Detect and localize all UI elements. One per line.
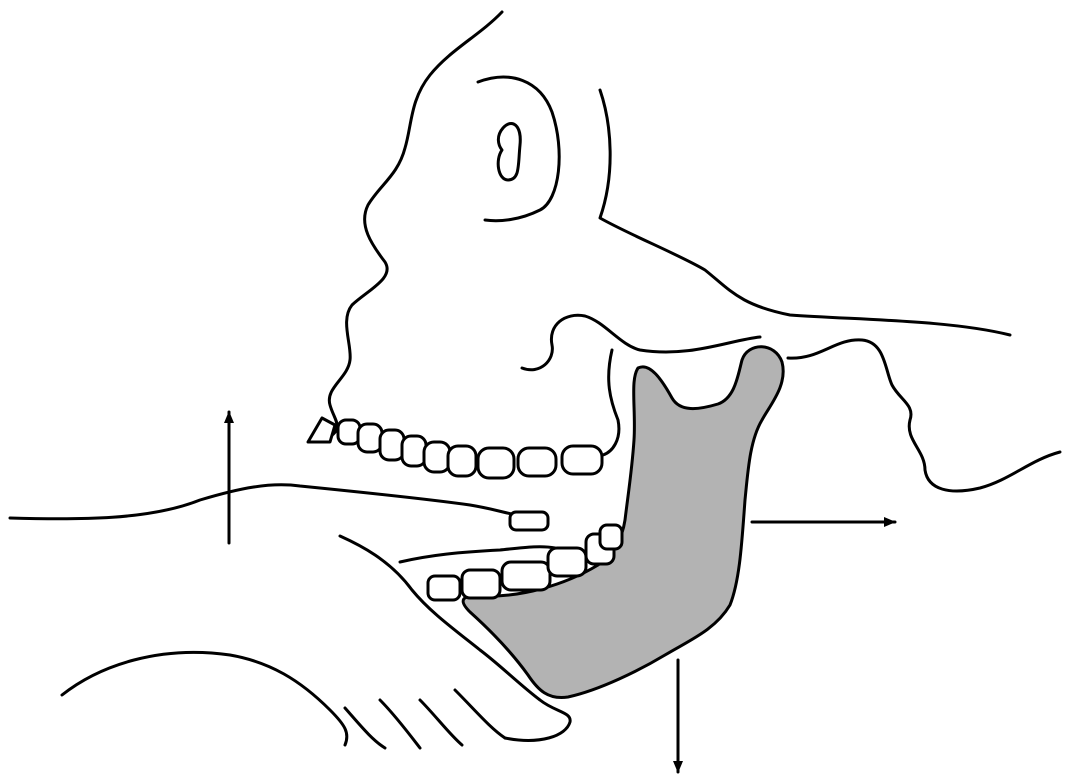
finger-crease-1 xyxy=(345,708,385,748)
upper-teeth xyxy=(308,418,602,478)
finger-crease-4 xyxy=(455,690,505,738)
mastoid-outline xyxy=(788,340,1060,491)
finger-crease-3 xyxy=(420,700,462,745)
lip-profile-line xyxy=(10,485,520,519)
hand-palm-outline xyxy=(62,652,347,745)
ear-canal-outline xyxy=(498,123,520,180)
skull-face-outline xyxy=(328,12,502,438)
skull-zygomatic-line xyxy=(600,90,1010,335)
maxilla-notch xyxy=(522,315,760,369)
ramus-inner-line xyxy=(603,350,619,455)
lower-lip-line xyxy=(400,547,555,562)
exposed-tooth xyxy=(510,512,548,530)
finger-crease-2 xyxy=(380,700,420,748)
